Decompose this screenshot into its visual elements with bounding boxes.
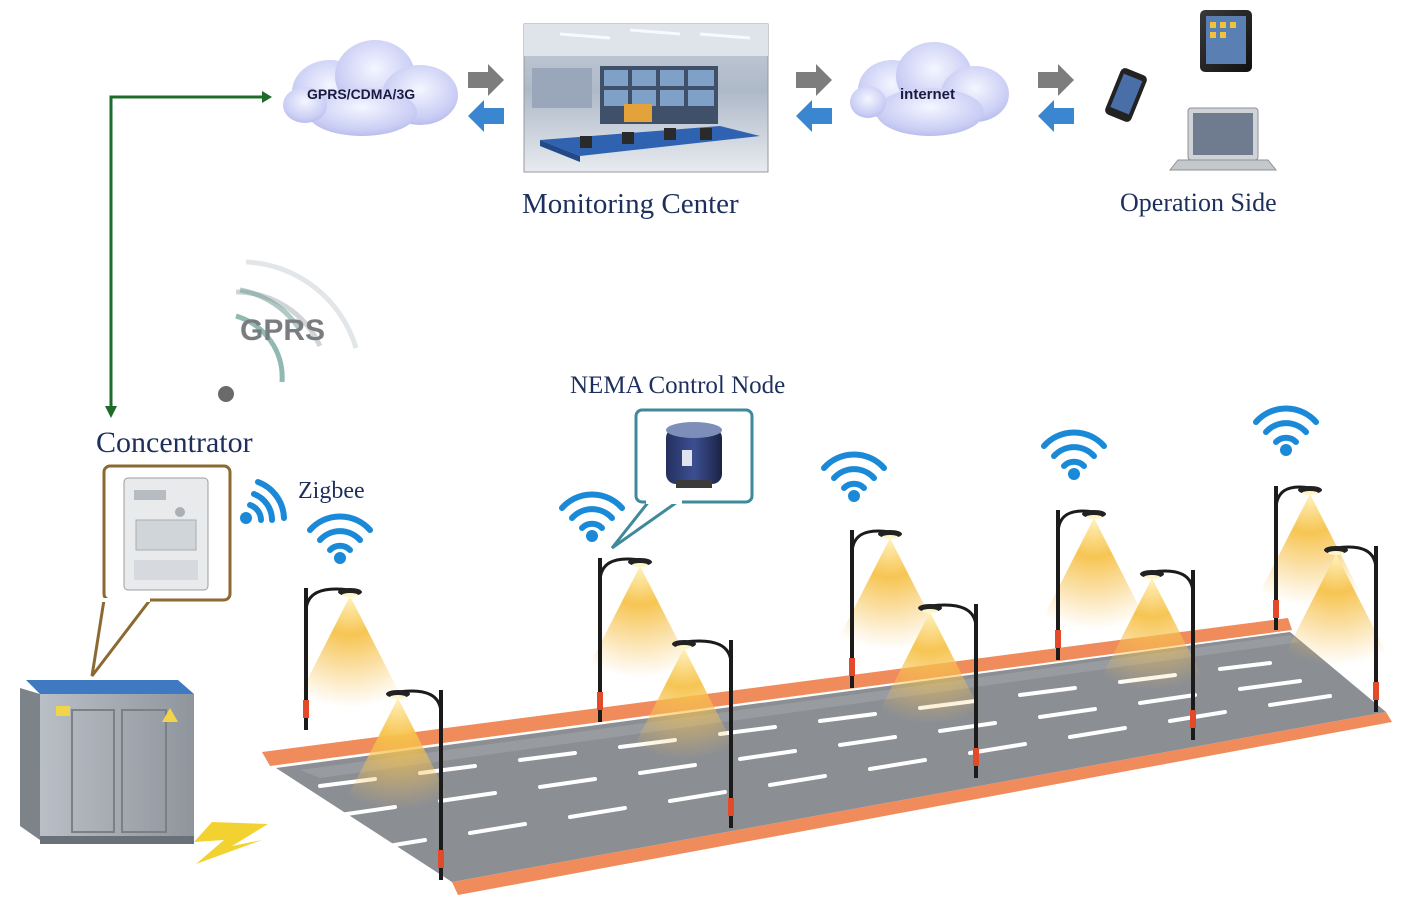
lamp-light-cone bbox=[838, 538, 942, 650]
wifi-signals bbox=[307, 405, 1319, 564]
zigbee-label: Zigbee bbox=[298, 478, 365, 504]
lamp-bulb bbox=[1086, 515, 1102, 519]
street-lamp bbox=[298, 587, 402, 730]
nema-control-node-callout bbox=[610, 408, 754, 550]
street-lamps bbox=[298, 485, 1388, 880]
concentrator-label: Concentrator bbox=[96, 426, 253, 459]
lamp-light-cone bbox=[346, 698, 450, 810]
wifi-icon bbox=[821, 451, 887, 502]
lamp-bulb bbox=[1144, 575, 1160, 579]
lamp-bulb bbox=[922, 609, 938, 613]
near-curb bbox=[452, 712, 1392, 895]
lamp-light-cone bbox=[298, 596, 402, 708]
wifi-icon bbox=[1041, 429, 1107, 480]
road bbox=[262, 618, 1392, 895]
operation-side-label: Operation Side bbox=[1120, 188, 1277, 217]
lamp-bulb bbox=[342, 593, 358, 597]
internet-cloud bbox=[850, 42, 1009, 136]
gprs-signal-icon bbox=[218, 259, 359, 402]
cloud-right-label: internet bbox=[900, 86, 956, 103]
lamp-light-cone bbox=[632, 648, 736, 760]
smartphone-icon bbox=[1105, 68, 1147, 122]
wifi-icon bbox=[307, 513, 373, 564]
street-lamp bbox=[588, 557, 692, 722]
laptop-icon bbox=[1168, 107, 1278, 171]
lamp-light-cone bbox=[1284, 554, 1388, 666]
power-bolt-icon bbox=[194, 822, 268, 864]
lamp-bulb bbox=[1328, 551, 1344, 555]
tablet-icon bbox=[1200, 10, 1252, 72]
lamp-base bbox=[1373, 682, 1379, 700]
lamp-base bbox=[1190, 710, 1196, 728]
lamp-base bbox=[849, 658, 855, 676]
street-lamp bbox=[878, 603, 982, 778]
wifi-icon bbox=[1253, 405, 1319, 456]
street-lamp bbox=[632, 639, 736, 828]
far-curb bbox=[262, 618, 1292, 766]
street-lamp bbox=[1042, 509, 1146, 660]
nema-node-icon bbox=[666, 422, 722, 488]
lamp-base bbox=[597, 692, 603, 710]
lamp-light-cone bbox=[1100, 578, 1204, 690]
lamp-light-cone bbox=[588, 566, 692, 678]
gprs-label: GPRS bbox=[240, 314, 326, 347]
arrows-internet-devices bbox=[1038, 64, 1074, 132]
lamp-bulb bbox=[390, 695, 406, 699]
lamp-light-cone bbox=[1042, 518, 1146, 630]
zigbee-signal-icon bbox=[240, 479, 287, 524]
street-lamp bbox=[346, 689, 450, 880]
lamp-base bbox=[1273, 600, 1279, 618]
cloud-left-label: GPRS/CDMA/3G bbox=[307, 86, 416, 102]
street-lamp bbox=[1100, 569, 1204, 740]
street-lamp bbox=[838, 529, 942, 688]
arrows-center-internet bbox=[796, 64, 832, 132]
lamp-base bbox=[973, 748, 979, 766]
lamp-base bbox=[303, 700, 309, 718]
concentrator-uplink-line bbox=[105, 91, 272, 418]
nema-control-node-label: NEMA Control Node bbox=[570, 372, 786, 399]
street-lamp bbox=[1284, 545, 1388, 712]
wifi-icon bbox=[559, 491, 625, 542]
lamp-light-cone bbox=[878, 612, 982, 724]
road-surface bbox=[276, 632, 1386, 882]
lamp-base bbox=[728, 798, 734, 816]
transformer-cabinet bbox=[20, 680, 194, 844]
lamp-bulb bbox=[632, 563, 648, 567]
lamp-base bbox=[438, 850, 444, 868]
lamp-bulb bbox=[1302, 491, 1318, 495]
monitoring-center-image bbox=[523, 23, 769, 173]
gprs-cdma-3g-cloud bbox=[283, 40, 458, 136]
monitoring-center-label: Monitoring Center bbox=[522, 188, 739, 220]
concentrator-callout bbox=[90, 464, 232, 677]
lamp-bulb bbox=[676, 645, 692, 649]
lamp-base bbox=[1055, 630, 1061, 648]
lamp-bulb bbox=[882, 535, 898, 539]
arrows-cloud-center bbox=[468, 64, 504, 132]
